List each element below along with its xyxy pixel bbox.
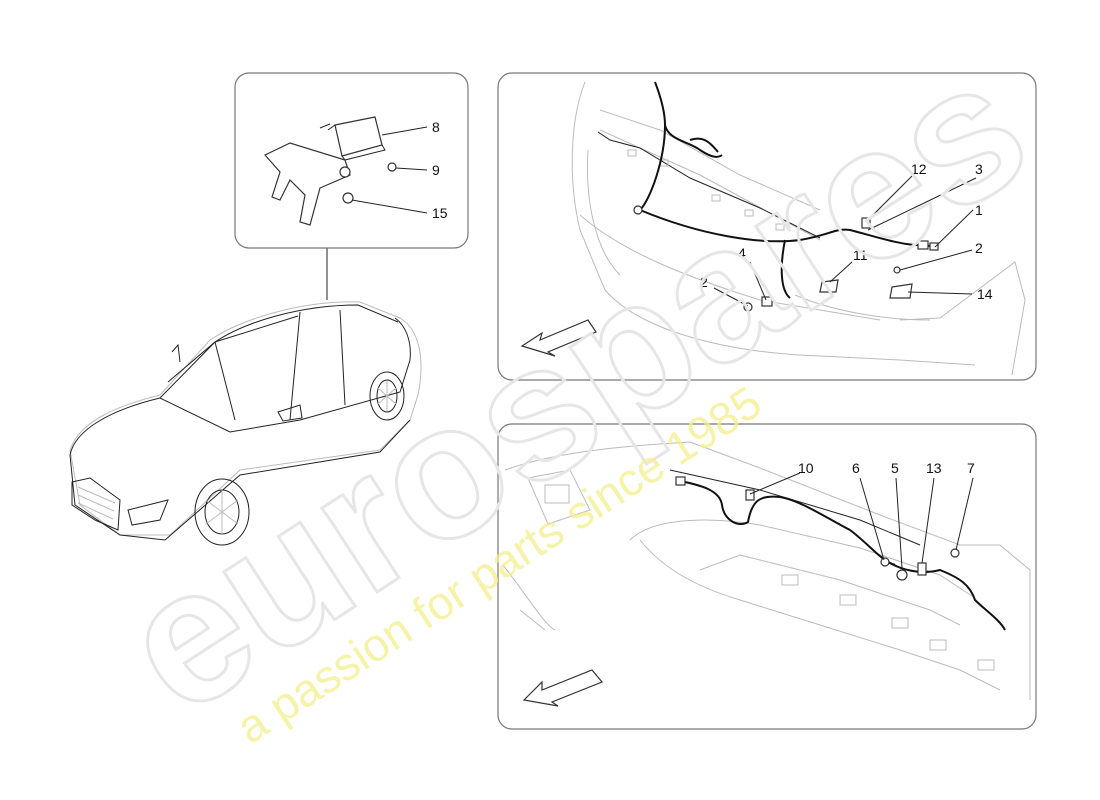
callout-14: 14 — [977, 286, 993, 302]
callout-4: 4 — [738, 245, 746, 261]
car-overview — [69, 248, 422, 546]
callout-2-left: 2 — [700, 274, 708, 290]
callout-5: 5 — [891, 460, 899, 476]
callout-11: 11 — [853, 247, 868, 263]
callout-6: 6 — [852, 460, 860, 476]
front-bumper-panel: 12 3 1 2 4 2 11 14 — [497, 72, 1037, 381]
callout-7: 7 — [967, 460, 975, 476]
callout-3: 3 — [975, 161, 983, 177]
callout-13: 13 — [926, 460, 942, 476]
rear-bumper-panel: 10 6 5 13 7 — [497, 423, 1037, 730]
callout-12: 12 — [911, 161, 927, 177]
callout-8: 8 — [432, 119, 440, 135]
callout-10: 10 — [798, 460, 814, 476]
sensor-detail-panel: 8 9 15 — [234, 72, 469, 249]
callout-9: 9 — [432, 162, 440, 178]
callout-2-right: 2 — [975, 240, 983, 256]
callout-15: 15 — [432, 205, 448, 221]
callout-1: 1 — [975, 202, 983, 218]
